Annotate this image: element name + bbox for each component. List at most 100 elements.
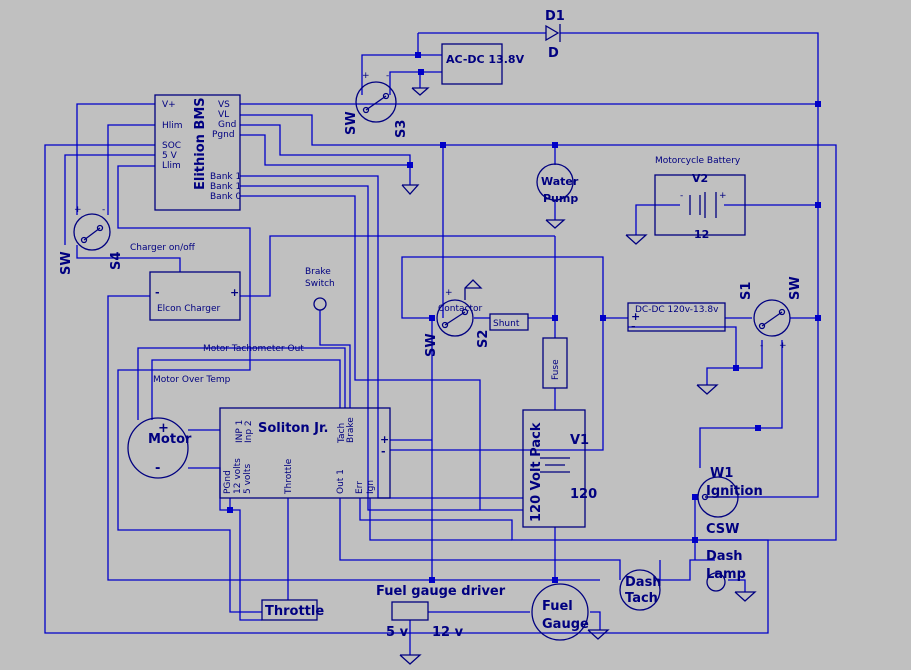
svg-text:+: + xyxy=(74,205,82,215)
over-temp-label: Motor Over Temp xyxy=(153,375,231,385)
svg-text:-: - xyxy=(386,71,389,81)
svg-text:-: - xyxy=(680,191,683,201)
soliton-pin-inp1: INP 1 xyxy=(235,420,245,443)
dash-tach-label-1: Dash xyxy=(625,575,662,590)
bms-pin-vl: VL xyxy=(218,110,229,120)
soliton-pin-pgnd: PGnd xyxy=(223,470,233,494)
ignition-label: Ignition xyxy=(706,484,763,499)
dash-tach: Dash Tach xyxy=(619,569,662,611)
soliton-pin-5v: 5 volts xyxy=(243,464,253,494)
fuel-gauge-label-1: Fuel xyxy=(542,599,573,614)
fuel-gauge-driver: Fuel gauge driver 5 v 12 v xyxy=(376,584,506,665)
s2-sw-label: SW xyxy=(424,333,439,357)
brake-label-1: Brake xyxy=(305,267,331,277)
soliton-pin-ign: Ign xyxy=(366,480,376,494)
bms-pin-pgnd: Pgnd xyxy=(212,130,235,140)
svg-text:-: - xyxy=(102,205,105,215)
soliton-title: Soliton Jr. xyxy=(258,421,328,436)
acdc-supply: AC-DC 13.8V xyxy=(411,43,525,96)
dcdc-label: DC-DC 120v-13.8v xyxy=(635,305,719,315)
fuse-label: Fuse xyxy=(551,359,561,380)
diode-d1: D1 D xyxy=(545,9,565,61)
fuel-driver-label: Fuel gauge driver xyxy=(376,584,506,599)
bms-pin-5v: 5 V xyxy=(162,151,178,161)
motorcycle-battery: Motorcycle Battery - + V2 12 xyxy=(625,156,746,245)
bms-pin-gnd: Gnd xyxy=(218,120,236,130)
pack-label: 120 Volt Pack xyxy=(529,422,544,522)
svg-text:+: + xyxy=(380,433,389,446)
battery-pack-v1: V1 120 Volt Pack 120 xyxy=(522,409,597,528)
acdc-label: AC-DC 13.8V xyxy=(446,53,525,66)
switch-s1[interactable]: - + S1 SW xyxy=(739,276,803,351)
switch-s3[interactable]: + - SW S3 xyxy=(344,71,409,138)
shunt: Shunt xyxy=(489,313,529,331)
pack-value: 120 xyxy=(570,487,597,502)
soliton-pin-err: Err xyxy=(355,481,365,494)
svg-text:+: + xyxy=(719,191,727,201)
v5-label: 5 v xyxy=(386,625,409,640)
moto-batt-label: Motorcycle Battery xyxy=(655,156,741,166)
soliton-pin-out1: Out 1 xyxy=(336,469,346,494)
soliton-pin-inp2: Inp 2 xyxy=(244,420,254,443)
elithion-bms: Elithion BMS V+ Hlim SOC 5 V Llim VS VL … xyxy=(154,94,241,211)
bms-bank-b: Bank 1 xyxy=(210,182,241,192)
dash-lamp-label-1: Dash xyxy=(706,549,743,564)
soliton-controller: Soliton Jr. INP 1 Inp 2 Tach Brake + - P… xyxy=(219,407,391,499)
svg-text:+: + xyxy=(158,421,169,436)
water-pump-label-1: Water xyxy=(541,175,579,188)
dash-tach-label-2: Tach xyxy=(625,591,658,606)
wires xyxy=(44,32,837,655)
motor-label: Motor xyxy=(148,432,192,447)
bms-pin-vs: VS xyxy=(218,100,230,110)
ignition-switch-w1[interactable]: W1 Ignition CSW xyxy=(697,466,763,537)
v2-label: V2 xyxy=(692,172,708,185)
motor: + - Motor xyxy=(127,417,192,479)
d-label: D xyxy=(548,46,559,61)
s4-sw-label: SW xyxy=(59,251,74,275)
dcdc-converter: DC-DC 120v-13.8v + - xyxy=(627,302,726,395)
s4-label: S4 xyxy=(109,252,124,270)
fuse: Fuse xyxy=(542,337,568,389)
bms-pin-vplus: V+ xyxy=(162,100,176,110)
svg-text:+: + xyxy=(445,288,453,298)
s1-label: S1 xyxy=(739,282,754,300)
svg-text:+: + xyxy=(230,286,239,299)
s1-sw-label: SW xyxy=(788,276,803,300)
svg-text:-: - xyxy=(760,341,763,351)
soliton-pin-throttle: Throttle xyxy=(284,458,294,495)
svg-text:+: + xyxy=(631,310,640,323)
bms-bank-c: Bank 0 xyxy=(210,192,241,202)
contactor-label: Contactor xyxy=(438,304,483,314)
svg-text:-: - xyxy=(155,461,160,476)
contactor-s2[interactable]: + Contactor SW S2 xyxy=(424,279,491,357)
v12-label: 12 v xyxy=(432,625,464,640)
brake-label-2: Switch xyxy=(305,279,335,289)
bms-bank-a: Bank 1 xyxy=(210,172,241,182)
elcon-charger: Charger on/off - + Elcon Charger xyxy=(130,243,241,321)
throttle: Throttle xyxy=(261,599,324,621)
d1-label: D1 xyxy=(545,9,565,24)
water-pump-label-2: Pump xyxy=(543,192,578,205)
water-pump: Water Pump xyxy=(536,163,579,229)
dash-lamp: Dash Lamp xyxy=(706,549,757,602)
bms-pin-hlim: Hlim xyxy=(162,121,183,131)
v2-value: 12 xyxy=(694,228,709,241)
svg-text:-: - xyxy=(631,320,636,333)
switch-s4[interactable]: + - SW S4 xyxy=(59,205,124,275)
charger-onoff-label: Charger on/off xyxy=(130,243,196,253)
tach-out-label: Motor Tachometer Out xyxy=(203,344,304,354)
ground-symbol xyxy=(401,184,420,195)
v1-label: V1 xyxy=(570,433,589,448)
soliton-pin-tach: Tach xyxy=(337,423,347,444)
s3-sw-label: SW xyxy=(344,111,359,135)
w1-label: W1 xyxy=(710,466,733,481)
csw-label: CSW xyxy=(706,522,739,537)
fuel-gauge-label-2: Gauge xyxy=(542,617,589,632)
bms-title: Elithion BMS xyxy=(193,97,208,190)
bms-pin-soc: SOC xyxy=(162,141,181,151)
brake-switch[interactable]: Brake Switch xyxy=(305,267,335,311)
soliton-pin-brake: Brake xyxy=(346,417,356,443)
dash-lamp-label-2: Lamp xyxy=(706,567,746,582)
soliton-pin-12v: 12 volts xyxy=(233,458,243,494)
